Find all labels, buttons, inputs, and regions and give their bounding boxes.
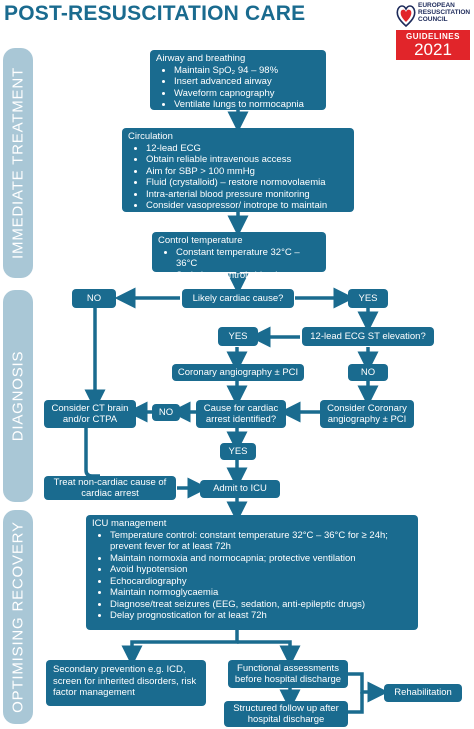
circulation-box: Circulation 12-lead ECG Obtain reliable …	[122, 128, 354, 223]
icu-item: Diagnose/treat seizures (EEG, sedation, …	[110, 599, 412, 611]
guidelines-badge: GUIDELINES 2021	[396, 30, 470, 60]
temperature-heading: Control temperature	[158, 235, 243, 246]
cause-identified-box: Cause for cardiac arrest identified?	[196, 400, 286, 428]
yes-st-elevation-label: YES	[218, 327, 258, 346]
no-st-elevation-label: NO	[348, 364, 388, 381]
icu-item: Maintain normoxia and normocapnia; prote…	[110, 553, 412, 565]
consider-coronary-angiography-box: Consider Coronary angiography ± PCI	[320, 400, 414, 428]
airway-item: Insert advanced airway	[174, 76, 320, 88]
functional-assessments-box: Functional assessments before hospital d…	[228, 660, 348, 688]
airway-item: Ventilate lungs to normocapnia	[174, 99, 320, 111]
airway-breathing-box: Airway and breathing Maintain SpO₂ 94 – …	[150, 50, 326, 110]
erc-org-line3: COUNCIL	[418, 16, 448, 23]
yes-cause-label: YES	[220, 443, 256, 460]
ecg-st-elevation-box: 12-lead ECG ST elevation?	[302, 327, 434, 346]
structured-follow-up-box: Structured follow up after hospital disc…	[224, 701, 348, 727]
heart-logo-icon	[396, 5, 416, 28]
temperature-item: Constant temperature 32°C – 36°C	[176, 247, 320, 270]
circulation-item: Intra-arterial blood pressure monitoring	[146, 189, 348, 201]
circulation-heading: Circulation	[128, 131, 173, 142]
airway-heading: Airway and breathing	[156, 53, 246, 64]
circulation-item: 12-lead ECG	[146, 143, 348, 155]
circulation-item: Consider vasopressor/ inotrope to mainta…	[146, 200, 348, 223]
page-title: POST-RESUSCITATION CARE	[4, 2, 306, 25]
guidelines-label: GUIDELINES	[406, 32, 460, 41]
airway-item: Maintain SpO₂ 94 – 98%	[174, 65, 320, 77]
no-cardiac-label: NO	[72, 289, 116, 308]
circulation-item: Fluid (crystalloid) – restore normovolae…	[146, 177, 348, 189]
circulation-item: Aim for SBP > 100 mmHg	[146, 166, 348, 178]
likely-cardiac-cause-box: Likely cardiac cause?	[182, 289, 294, 308]
icu-item: Maintain normoglycaemia	[110, 587, 412, 599]
temperature-item: Sedation; control shivering	[176, 270, 320, 282]
erc-org-line1: EUROPEAN	[418, 2, 455, 9]
section-immediate-treatment: IMMEDIATE TREATMENT	[3, 48, 33, 278]
control-temperature-box: Control temperature Constant temperature…	[152, 232, 326, 281]
airway-item: Waveform capnography	[174, 88, 320, 100]
icu-item: Temperature control: constant temperatur…	[110, 530, 412, 553]
admit-to-icu-box: Admit to ICU	[200, 480, 280, 498]
secondary-prevention-box: Secondary prevention e.g. ICD, screen fo…	[46, 660, 206, 706]
consider-ct-brain-box: Consider CT brain and/or CTPA	[44, 400, 136, 428]
icu-heading: ICU management	[92, 518, 167, 529]
no-cause-label: NO	[152, 404, 180, 421]
icu-item: Avoid hypotension	[110, 564, 412, 576]
icu-item: Delay prognostication for at least 72h	[110, 610, 412, 622]
circulation-item: Obtain reliable intravenous access	[146, 154, 348, 166]
section-optimising-recovery: OPTIMISING RECOVERY	[3, 510, 33, 724]
rehabilitation-box: Rehabilitation	[384, 684, 462, 702]
coronary-angiography-pci-box: Coronary angiography ± PCI	[172, 364, 304, 381]
icu-item: Echocardiography	[110, 576, 412, 588]
icu-management-box: ICU management Temperature control: cons…	[86, 515, 418, 630]
treat-non-cardiac-box: Treat non-cardiac cause of cardiac arres…	[44, 476, 176, 500]
yes-cardiac-label: YES	[348, 289, 388, 308]
section-diagnosis: DIAGNOSIS	[3, 290, 33, 502]
guidelines-year: 2021	[414, 40, 452, 59]
erc-org-line2: RESUSCITATION	[418, 9, 471, 16]
